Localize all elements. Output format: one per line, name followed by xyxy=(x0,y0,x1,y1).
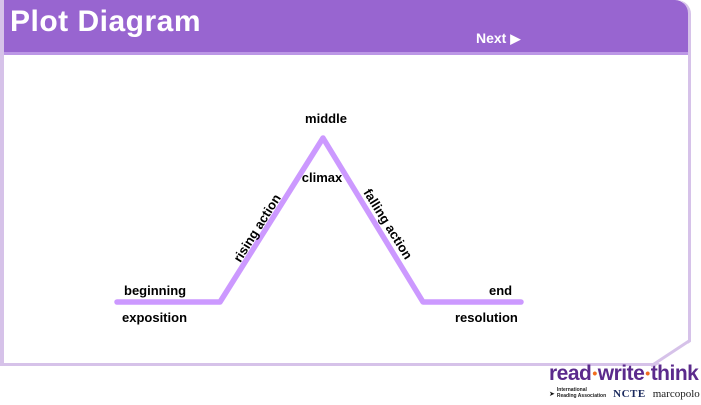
next-button[interactable]: Next▶ xyxy=(476,30,520,47)
logo-dot-icon: • xyxy=(592,365,597,381)
ira-arrow-icon: ➤ xyxy=(549,390,555,398)
app-panel: Plot Diagram Next▶ xyxy=(0,0,691,366)
logo-word-write: write xyxy=(597,362,645,385)
marcopolo-logo: marcopolo xyxy=(652,388,700,400)
partner-logos: ➤ International Reading Association NCTE… xyxy=(549,387,700,400)
logo-word-read: read xyxy=(549,362,592,385)
label-resolution: resolution xyxy=(455,310,518,325)
logo-dot-icon: • xyxy=(645,365,650,381)
ncte-logo: NCTE xyxy=(613,388,646,400)
logo-word-think: think xyxy=(650,362,699,385)
label-beginning: beginning xyxy=(124,283,187,298)
label-end: end xyxy=(489,283,513,298)
page-title: Plot Diagram xyxy=(10,5,202,38)
label-climax: climax xyxy=(301,170,343,185)
readwritethink-logo: read•write•think xyxy=(549,362,699,386)
next-button-label: Next xyxy=(476,30,507,46)
ira-logo: ➤ International Reading Association xyxy=(549,387,607,400)
label-middle: middle xyxy=(305,111,347,126)
next-arrow-icon: ▶ xyxy=(510,31,521,46)
ira-logo-text: International Reading Association xyxy=(556,387,607,399)
header-bar: Plot Diagram Next▶ xyxy=(4,0,688,55)
label-exposition: exposition xyxy=(122,310,188,325)
